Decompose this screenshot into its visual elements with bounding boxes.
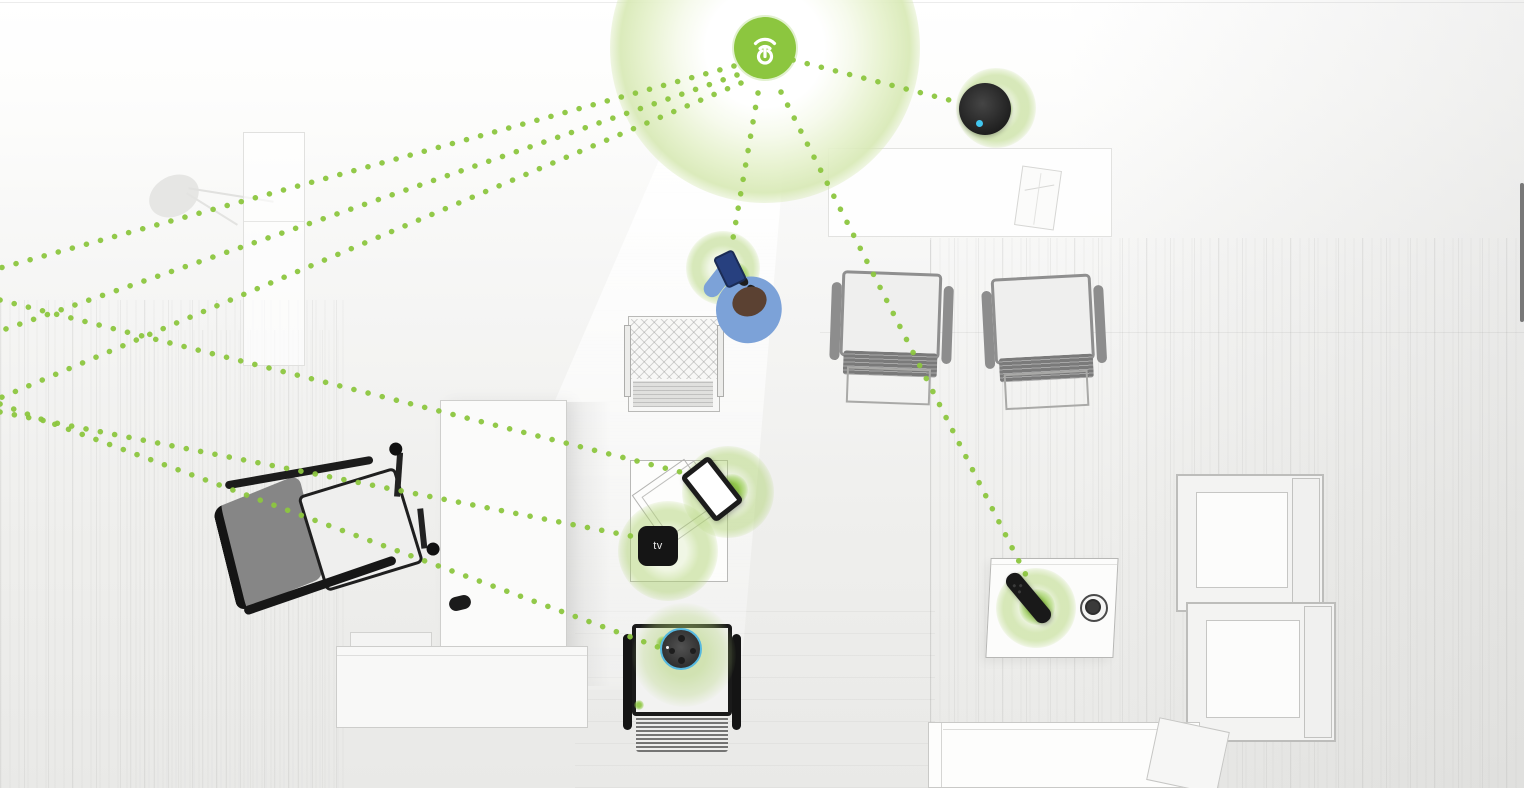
- speaker-led: [976, 120, 983, 127]
- standing-desk: [440, 400, 567, 686]
- cup-sketch: [1080, 594, 1108, 622]
- echo-button: [678, 635, 685, 642]
- floor-seam: [930, 240, 931, 788]
- connection-hub-offscreen-left-b: [0, 72, 740, 334]
- connection-hub-smartphone: [728, 90, 761, 253]
- shelf-unit: [1186, 602, 1336, 742]
- echo-button: [678, 657, 685, 664]
- echo-glow-speck: [634, 700, 644, 710]
- echo-button: [669, 648, 675, 654]
- low-cabinet: [336, 646, 588, 728]
- connection-hub-tv-remote: [778, 89, 1034, 588]
- connection-hub-smart-speaker: [790, 57, 960, 105]
- connection-hub-offscreen-left-a: [0, 63, 737, 271]
- connection-offscreen-left-tablet: [0, 297, 719, 484]
- connection-offscreen-left-echo-speaker: [0, 401, 669, 653]
- wifi-hub: [734, 17, 796, 79]
- scrollbar-thumb[interactable]: [1520, 183, 1524, 322]
- smart-speaker: [959, 83, 1011, 135]
- shelf-unit: [1176, 474, 1324, 612]
- desk-shadow: [567, 402, 611, 686]
- connection-offscreen-left-streaming-box: [0, 409, 649, 542]
- echo-button: [690, 648, 696, 654]
- person-top-view: [688, 240, 808, 360]
- background-desk: [828, 148, 1112, 237]
- connection-hub-offscreen-left-c: [0, 80, 744, 401]
- sketch-chair: [624, 316, 724, 412]
- streaming-box-label: tv: [653, 540, 663, 552]
- whiteboard-panel: [243, 132, 305, 366]
- streaming-box: tv: [638, 526, 678, 566]
- power-wifi-icon: [753, 37, 777, 65]
- echo-led: [666, 646, 669, 649]
- floor-seam: [820, 332, 1524, 333]
- echo-speaker: [660, 628, 702, 670]
